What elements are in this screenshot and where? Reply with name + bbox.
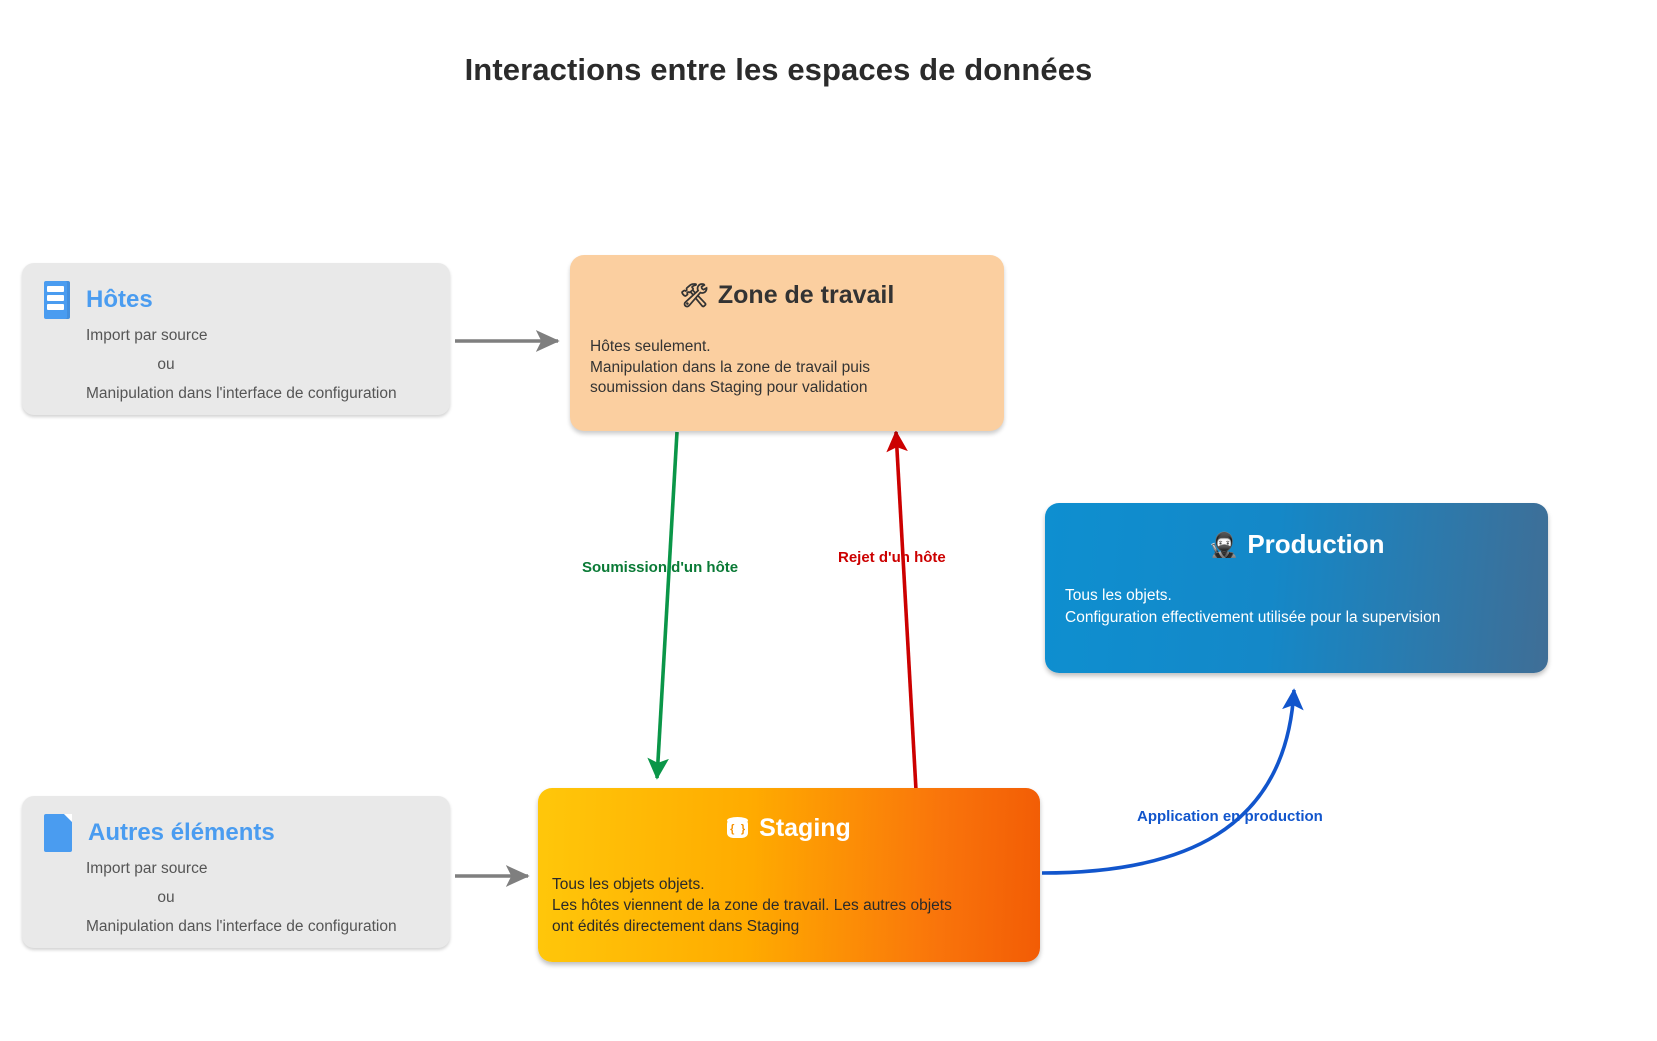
edge-label-rejet: Rejet d'un hôte bbox=[838, 549, 946, 566]
hosts-line-3: Manipulation dans l'interface de configu… bbox=[86, 385, 397, 402]
other-elements-body: Import par source ou Manipulation dans l… bbox=[86, 854, 440, 941]
workspace-body: Hôtes seulement. Manipulation dans la zo… bbox=[590, 337, 990, 399]
staging-line-2: Les hôtes viennent de la zone de travail… bbox=[552, 897, 952, 914]
hosts-body: Import par source ou Manipulation dans l… bbox=[86, 321, 440, 408]
production-title: 🥷 Production bbox=[1045, 529, 1548, 560]
workspace-line-3: soumission dans Staging pour validation bbox=[590, 379, 868, 396]
workspace-line-1: Hôtes seulement. bbox=[590, 338, 711, 355]
other-elements-header: Autres éléments bbox=[44, 814, 275, 852]
other-elements-line-3: Manipulation dans l'interface de configu… bbox=[86, 918, 397, 935]
workspace-title: 🛠 Zone de travail bbox=[570, 281, 1004, 310]
database-cylinder-icon: {} bbox=[727, 817, 749, 840]
staging-line-3: ont édités directement dans Staging bbox=[552, 918, 800, 935]
workspace-title-text: Zone de travail bbox=[717, 281, 895, 309]
production-title-text: Production bbox=[1247, 529, 1385, 559]
staging-line-1: Tous les objets objets. bbox=[552, 876, 705, 893]
node-production[interactable]: 🥷 Production Tous les objets. Configurati… bbox=[1045, 503, 1548, 673]
ninja-icon: 🥷 bbox=[1208, 531, 1239, 559]
edge-label-soumission: Soumission d'un hôte bbox=[582, 559, 739, 576]
hosts-line-2: ou bbox=[157, 356, 175, 373]
production-body: Tous les objets. Configuration effective… bbox=[1065, 585, 1538, 629]
other-elements-line-2: ou bbox=[157, 889, 175, 906]
production-line-2: Configuration effectivement utilisée pou… bbox=[1065, 609, 1441, 626]
node-staging[interactable]: {} Staging Tous les objets objets. Les h… bbox=[538, 788, 1040, 962]
staging-title: {} Staging bbox=[538, 814, 1040, 843]
page-title: Interactions entre les espaces de donnée… bbox=[464, 52, 1093, 87]
staging-body: Tous les objets objets. Les hôtes vienne… bbox=[552, 874, 1030, 937]
hammer-and-wrench-icon: 🛠 bbox=[679, 283, 709, 309]
node-hosts[interactable]: Hôtes Import par source ou Manipulation … bbox=[22, 263, 450, 415]
server-rack-icon bbox=[44, 281, 70, 319]
edge-staging-to-workspace bbox=[886, 430, 918, 791]
hosts-title: Hôtes bbox=[86, 286, 153, 313]
node-workspace[interactable]: 🛠 Zone de travail Hôtes seulement. Manipu… bbox=[570, 255, 1004, 431]
other-elements-title: Autres éléments bbox=[88, 819, 275, 846]
file-document-icon bbox=[44, 814, 72, 852]
hosts-line-1: Import par source bbox=[86, 327, 208, 344]
edge-label-application-production: Application en production bbox=[1137, 808, 1323, 825]
staging-title-text: Staging bbox=[759, 814, 851, 842]
hosts-header: Hôtes bbox=[44, 281, 153, 319]
other-elements-line-1: Import par source bbox=[86, 860, 208, 877]
node-other-elements[interactable]: Autres éléments Import par source ou Man… bbox=[22, 796, 450, 948]
workspace-line-2: Manipulation dans la zone de travail pui… bbox=[590, 358, 871, 376]
production-line-1: Tous les objets. bbox=[1065, 587, 1172, 604]
edge-workspace-to-staging bbox=[647, 431, 679, 780]
edge-staging-to-production bbox=[1041, 688, 1304, 875]
